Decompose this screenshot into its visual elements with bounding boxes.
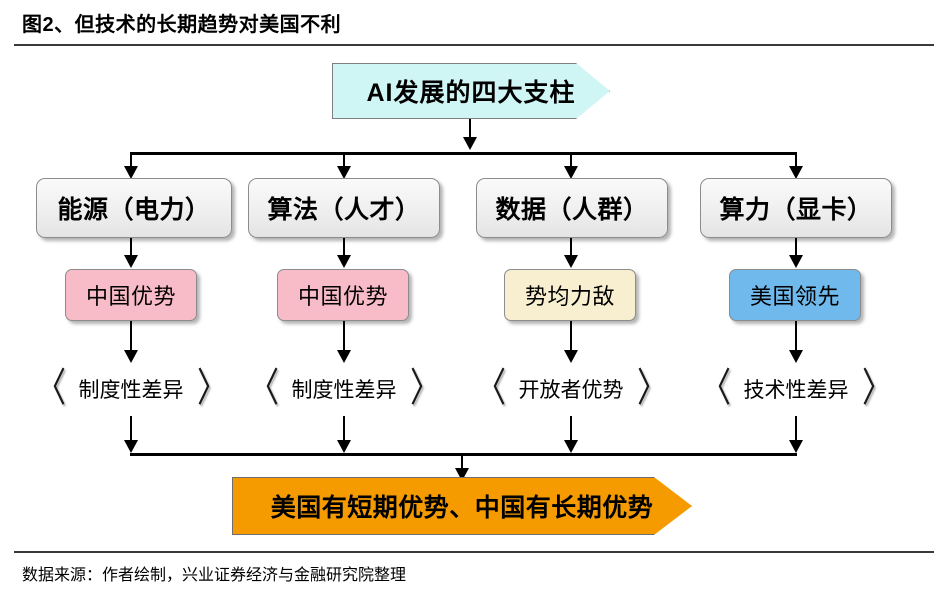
verdict-box-4: 美国领先 [729,269,861,321]
reason-group-4: 〈 技术性差异 〉 [701,366,892,410]
arrowhead-pillar2-verdict2 [337,255,351,268]
arrowhead-reason1-bar [124,440,138,453]
top-banner-label: AI发展的四大支柱 [366,79,576,107]
reason-group-1: 〈 制度性差异 〉 [36,366,227,410]
bracket-left-icon-2: 〈 [248,366,279,410]
bottom-banner: 美国有短期优势、中国有长期优势 [232,477,692,535]
pillar-box-3: 数据（人群） [476,178,668,238]
connector-verdict3-reason3 [570,321,572,351]
bracket-right-icon-1: 〉 [196,366,227,410]
arrowhead-branch-4 [789,166,803,179]
page-title: 图2、但技术的长期趋势对美国不利 [22,14,342,36]
pillar-label-3: 数据（人群） [495,196,649,224]
arrowhead-verdict1-reason1 [124,350,138,363]
connector-reason2-bar [343,416,345,446]
footer-divider [14,551,934,553]
pillar-box-1: 能源（电力） [36,178,232,238]
connector-reason4-bar [795,416,797,446]
connector-verdict1-reason1 [130,321,132,351]
arrowhead-branch-1 [124,166,138,179]
verdict-label-1: 中国优势 [85,284,176,309]
connector-pillar1-verdict1 [130,238,132,256]
arrowhead-pillar3-verdict3 [564,255,578,268]
connector-branch-2 [343,152,345,168]
reason-label-3: 开放者优势 [518,379,624,402]
collection-bar [130,453,797,456]
reason-label-2: 制度性差异 [291,379,397,402]
reason-group-2: 〈 制度性差异 〉 [249,366,440,410]
source-note: 数据来源：作者绘制，兴业证券经济与金融研究院整理 [22,567,407,584]
connector-pillar4-verdict4 [795,238,797,256]
connector-pillar3-verdict3 [570,238,572,256]
verdict-box-1: 中国优势 [65,269,197,321]
arrowhead-pillar1-verdict1 [124,255,138,268]
reason-label-4: 技术性差异 [743,379,849,402]
connector-branch-1 [130,152,132,168]
pillar-box-2: 算法（人才） [248,178,440,238]
connector-verdict2-reason2 [343,321,345,351]
arrowhead-verdict4-reason4 [789,350,803,363]
verdict-label-4: 美国领先 [749,284,840,309]
reason-label-1: 制度性差异 [78,379,184,402]
arrowhead-verdict3-reason3 [564,350,578,363]
arrowhead-reason3-bar [564,440,578,453]
arrowhead-verdict2-reason2 [337,350,351,363]
arrowhead-branch-3 [564,166,578,179]
connector-bar-to-bottom-banner [461,453,463,471]
bracket-right-icon-4: 〉 [861,366,892,410]
bracket-right-icon-2: 〉 [409,366,440,410]
connector-reason3-bar [570,416,572,446]
distribution-bar [130,152,797,155]
verdict-box-2: 中国优势 [277,269,409,321]
connector-branch-3 [570,152,572,168]
pillar-label-2: 算法（人才） [267,196,421,224]
pillar-box-4: 算力（显卡） [700,178,892,238]
arrowhead-reason4-bar [789,440,803,453]
top-banner: AI发展的四大支柱 [332,63,610,119]
arrowhead-branch-2 [337,166,351,179]
header-divider [14,44,934,46]
arrowhead-banner-to-bar [463,137,477,150]
bracket-right-icon-3: 〉 [636,366,667,410]
bracket-left-icon-4: 〈 [700,366,731,410]
reason-group-3: 〈 开放者优势 〉 [476,366,667,410]
bracket-left-icon-3: 〈 [475,366,506,410]
verdict-label-3: 势均力敌 [524,284,615,309]
bracket-left-icon-1: 〈 [35,366,66,410]
pillar-label-1: 能源（电力） [57,196,211,224]
pillar-label-4: 算力（显卡） [719,196,873,224]
bottom-banner-label: 美国有短期优势、中国有长期优势 [270,494,654,522]
verdict-box-3: 势均力敌 [504,269,636,321]
connector-branch-4 [795,152,797,168]
connector-banner-to-bar [469,119,471,139]
connector-pillar2-verdict2 [343,238,345,256]
connector-verdict4-reason4 [795,321,797,351]
arrowhead-pillar4-verdict4 [789,255,803,268]
connector-reason1-bar [130,416,132,446]
verdict-label-2: 中国优势 [297,284,388,309]
arrowhead-reason2-bar [337,440,351,453]
